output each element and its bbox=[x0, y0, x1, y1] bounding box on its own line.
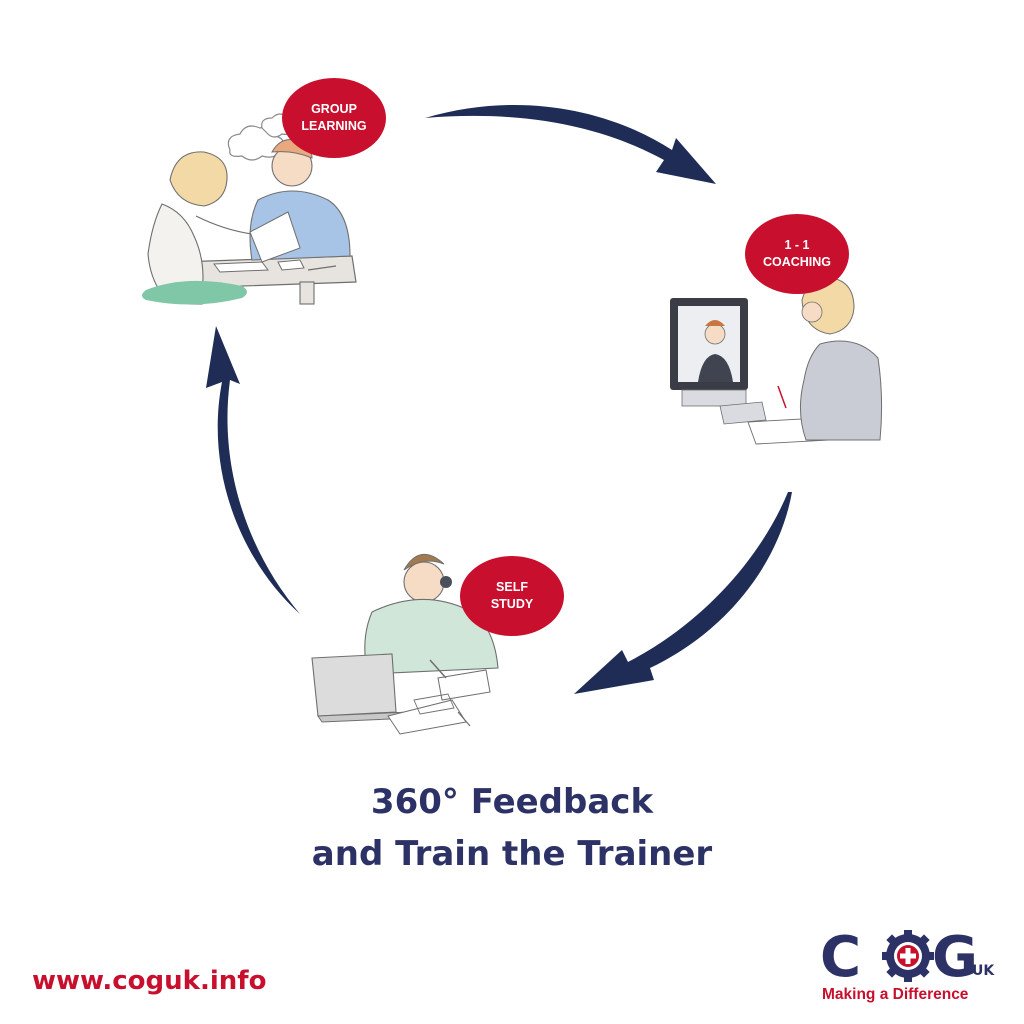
group-learning-illustration bbox=[142, 113, 357, 305]
arrow-top-right bbox=[425, 104, 716, 184]
step-label-line2: STUDY bbox=[491, 597, 534, 611]
logo-letter-g: G bbox=[932, 925, 978, 990]
self-study-illustration bbox=[311, 554, 499, 735]
step-label-line1: 1 - 1 bbox=[784, 238, 809, 252]
logo-letter-c: C bbox=[820, 925, 861, 990]
step-bubble-coaching: 1 - 1 COACHING bbox=[745, 214, 849, 294]
arrow-bottom-right bbox=[574, 492, 792, 694]
step-bubble-group-learning: GROUP LEARNING bbox=[282, 78, 386, 158]
website-link[interactable]: www.coguk.info bbox=[32, 966, 267, 996]
gear-icon bbox=[882, 930, 934, 982]
step-label-line2: LEARNING bbox=[301, 119, 366, 133]
training-cycle-diagram: GROUP LEARNING 1 - 1 COACHING SELF STUDY bbox=[142, 78, 883, 735]
step-bubble-self-study: SELF STUDY bbox=[460, 556, 564, 636]
coaching-illustration bbox=[670, 277, 883, 445]
headline-line1: 360° Feedback bbox=[370, 782, 654, 822]
step-label-line1: GROUP bbox=[311, 102, 357, 116]
logo-tagline: Making a Difference bbox=[822, 986, 969, 1003]
step-label-line2: COACHING bbox=[763, 255, 831, 269]
headline-line2: and Train the Trainer bbox=[311, 834, 713, 874]
arrow-left-up bbox=[206, 326, 300, 614]
cog-uk-logo: C G UK bbox=[820, 925, 995, 990]
logo-suffix: UK bbox=[972, 963, 995, 979]
step-label-line1: SELF bbox=[496, 580, 528, 594]
